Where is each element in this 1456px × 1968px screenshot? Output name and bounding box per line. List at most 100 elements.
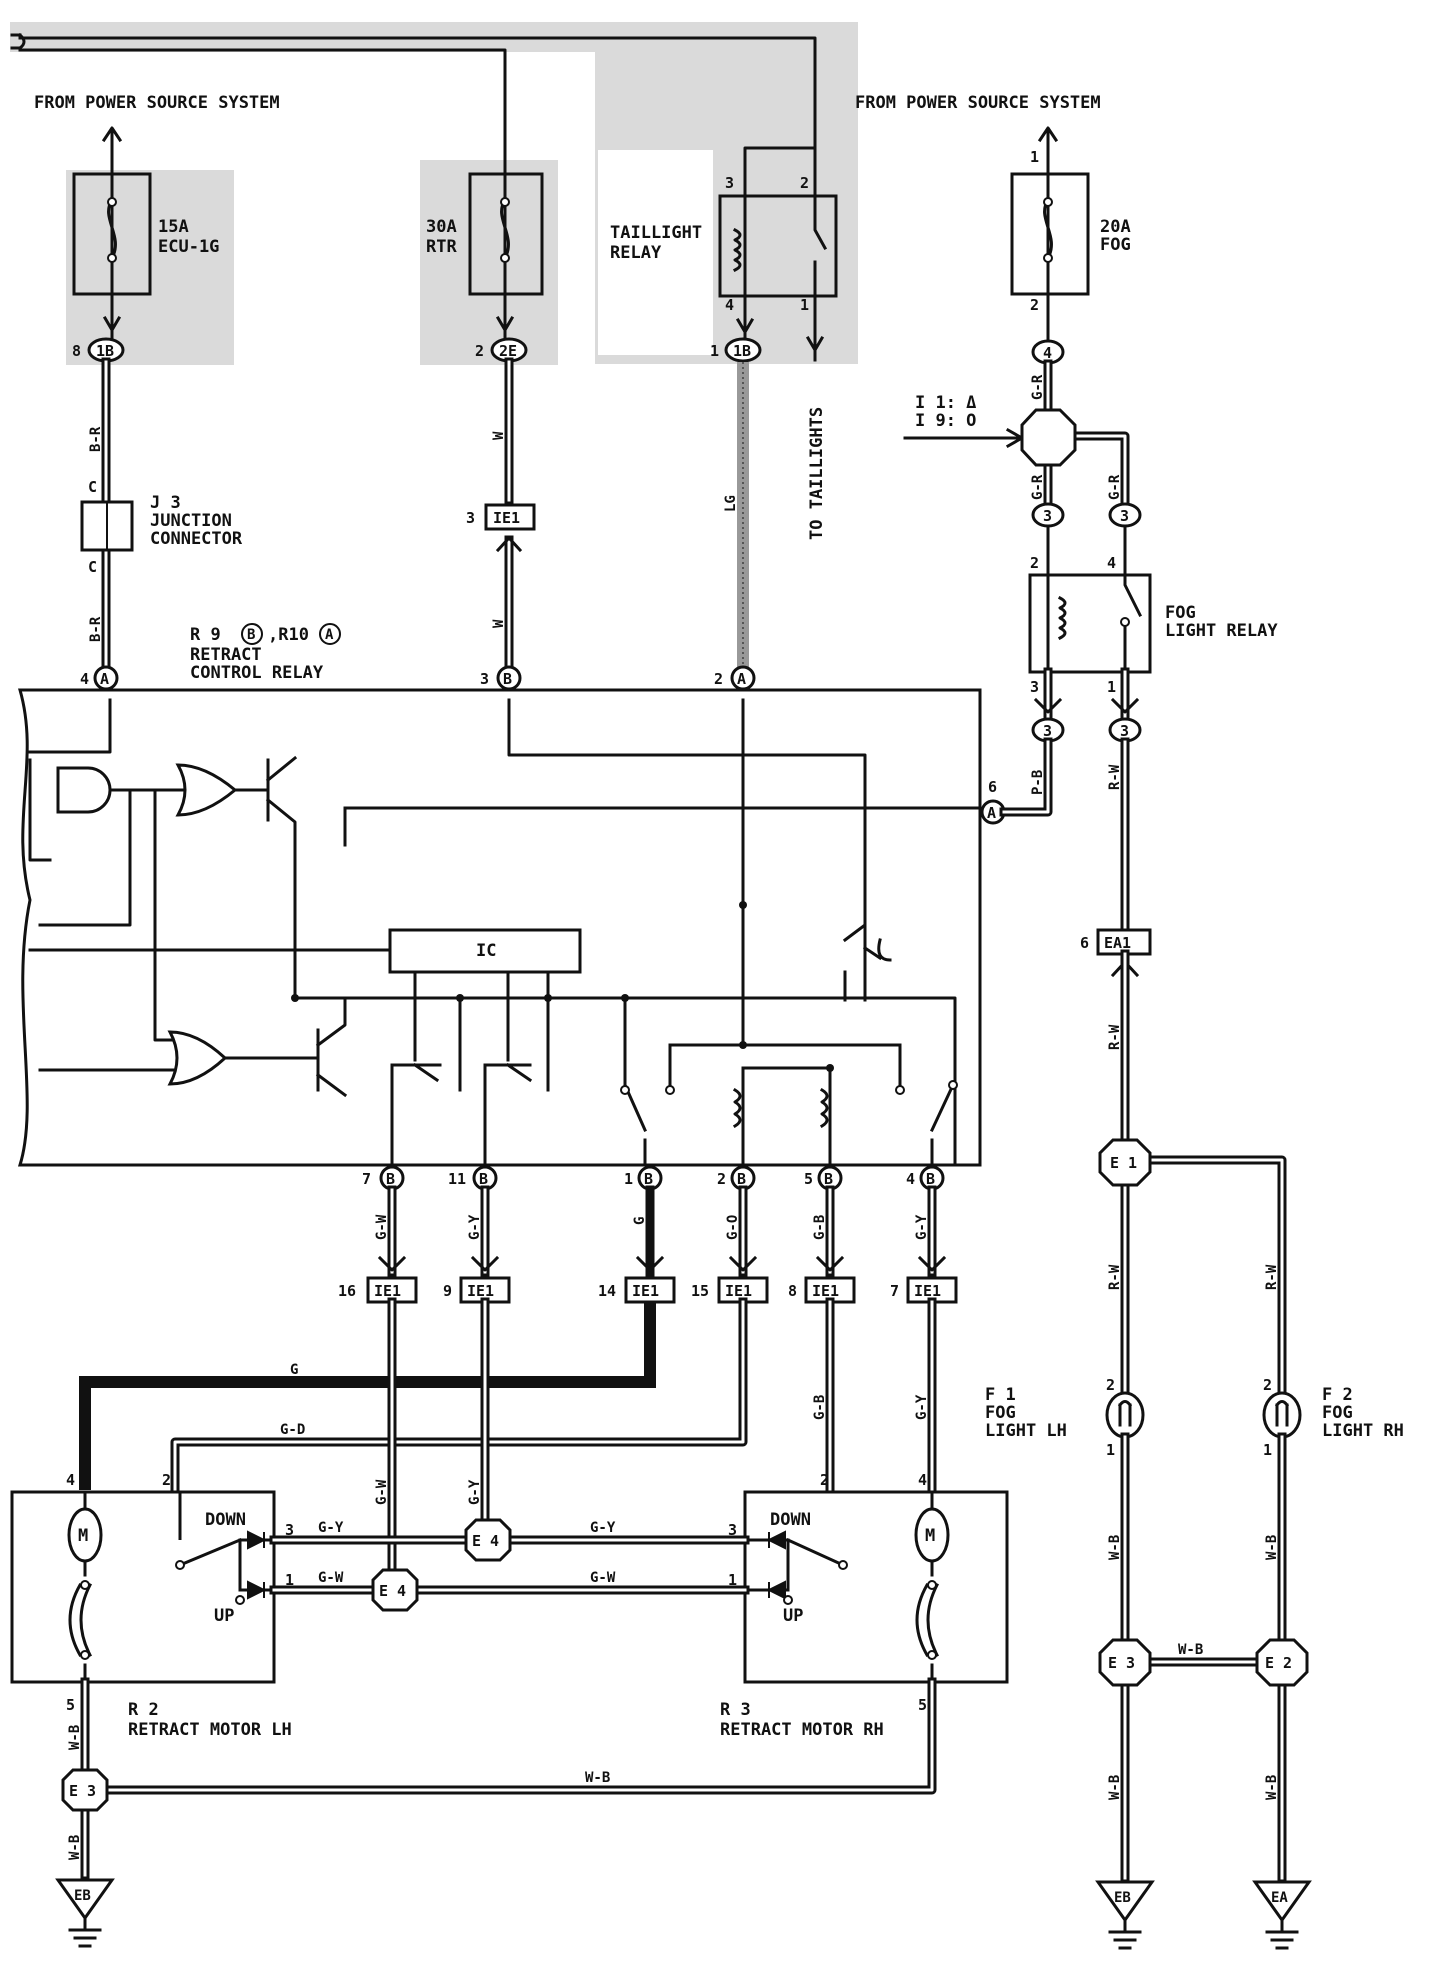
svg-text:E 4: E 4	[379, 1582, 406, 1600]
relay-to-ie1-wires: G-W G-Y G G-O G-B G-Y	[374, 1185, 947, 1277]
svg-text:G-W: G-W	[374, 1479, 390, 1505]
svg-text:3: 3	[728, 1521, 737, 1539]
svg-text:3: 3	[480, 670, 489, 688]
svg-text:B: B	[926, 1170, 935, 1188]
svg-text:C: C	[88, 478, 97, 496]
svg-text:W: W	[491, 431, 507, 440]
svg-text:B: B	[503, 670, 512, 688]
svg-text:G-W: G-W	[318, 1570, 344, 1586]
retract-control-relay: R 9 B ,R10 A RETRACT CONTROL RELAY A 4 B…	[17, 623, 1006, 1167]
svg-text:A: A	[325, 627, 334, 643]
svg-text:B: B	[479, 1170, 488, 1188]
fuse-rtr-name: RTR	[426, 237, 457, 257]
taillight-pin1: 1	[800, 296, 809, 314]
svg-text:M: M	[78, 1526, 88, 1546]
svg-text:B: B	[247, 627, 255, 643]
svg-text:IE1: IE1	[493, 509, 520, 527]
svg-text:4: 4	[906, 1170, 915, 1188]
shade-taillight-label-area	[598, 150, 713, 355]
svg-text:B: B	[386, 1170, 395, 1188]
junction-id: J 3	[150, 493, 181, 513]
svg-text:E 4: E 4	[472, 1532, 499, 1550]
svg-text:2: 2	[1106, 1376, 1115, 1394]
fuse-fog-name: FOG	[1100, 235, 1131, 255]
svg-text:G-Y: G-Y	[467, 1479, 483, 1505]
svg-text:G: G	[632, 1217, 648, 1225]
svg-text:8: 8	[788, 1282, 797, 1300]
svg-text:2: 2	[1030, 554, 1039, 572]
wire-w: W W	[491, 357, 514, 675]
svg-text:4: 4	[80, 670, 89, 688]
relay-bottom-pins: B 7 B 11 B 1 B 2 B 5 B 4	[362, 1165, 945, 1191]
taillight-pin3: 3	[725, 174, 734, 192]
svg-text:UP: UP	[783, 1606, 803, 1626]
svg-text:2: 2	[717, 1170, 726, 1188]
relay-line2: CONTROL RELAY	[190, 663, 324, 683]
svg-text:,R10: ,R10	[268, 625, 309, 645]
taillight-relay-line2: RELAY	[610, 243, 662, 263]
svg-text:B-R: B-R	[88, 426, 104, 452]
svg-text:1: 1	[1107, 678, 1116, 696]
fog-light-relay: 2 4 3 1 FOG LIGHT RELAY	[1028, 526, 1278, 696]
fog-rh-line1: FOG	[1322, 1403, 1353, 1423]
fog-light-lh: 2 1 F 1 FOG LIGHT LH	[985, 1376, 1145, 1459]
svg-text:E 3: E 3	[1108, 1654, 1135, 1672]
svg-text:2: 2	[475, 342, 484, 360]
svg-text:15: 15	[691, 1282, 709, 1300]
svg-text:G-Y: G-Y	[914, 1394, 930, 1420]
retract-motor-rh: M DOWN UP 2 4 3 1 5 R 3 RETRACT MOTOR RH	[720, 1471, 1009, 1740]
svg-text:B: B	[824, 1170, 833, 1188]
svg-text:EA: EA	[1271, 1890, 1288, 1906]
fuse-rtr: 30A RTR	[426, 172, 544, 350]
fuse-ecu-name: ECU-1G	[158, 237, 219, 257]
svg-text:I 1: Δ: I 1: Δ	[915, 393, 976, 413]
motor-cross-wires: G-Y G-W G-Y G-W E 4 E 4	[269, 1518, 750, 1612]
connector-ie1-top: IE1 3	[466, 503, 536, 553]
junction-line2: CONNECTOR	[150, 529, 243, 549]
svg-text:W-B: W-B	[67, 1835, 83, 1860]
svg-text:I 9: O: I 9: O	[915, 411, 976, 431]
motor-lh-id: R 2	[128, 1700, 159, 1720]
fog-ground-wires: W-B W-B W-B W-B W-B E 3 E 2 EB EA	[1095, 1432, 1312, 1950]
svg-text:1B: 1B	[96, 342, 114, 360]
relay-ref: R 9	[190, 625, 221, 645]
svg-text:R-W: R-W	[1107, 764, 1123, 790]
svg-text:1: 1	[624, 1170, 633, 1188]
svg-text:E 1: E 1	[1110, 1154, 1137, 1172]
svg-text:G-D: G-D	[280, 1422, 305, 1438]
svg-text:G-B: G-B	[812, 1215, 828, 1240]
junction-connector: J 3 JUNCTION CONNECTOR	[80, 493, 243, 552]
fog-relay-line2: LIGHT RELAY	[1165, 621, 1278, 641]
svg-text:G-W: G-W	[590, 1570, 616, 1586]
fog-lh-line1: FOG	[985, 1403, 1016, 1423]
fog-relay-line1: FOG	[1165, 603, 1196, 623]
svg-text:E 2: E 2	[1265, 1654, 1292, 1672]
fog-lh-id: F 1	[985, 1385, 1016, 1405]
svg-text:M: M	[925, 1526, 935, 1546]
svg-text:1: 1	[710, 342, 719, 360]
svg-text:1: 1	[728, 1571, 737, 1589]
svg-text:6: 6	[1080, 934, 1089, 952]
svg-text:R-W: R-W	[1264, 1264, 1280, 1290]
svg-text:LG: LG	[723, 495, 739, 512]
svg-text:EB: EB	[1114, 1890, 1131, 1906]
motor-rh-name: RETRACT MOTOR RH	[720, 1720, 884, 1740]
svg-text:2: 2	[162, 1471, 171, 1489]
power-source-right: FROM POWER SOURCE SYSTEM	[855, 93, 1101, 113]
svg-text:2: 2	[1263, 1376, 1272, 1394]
svg-text:W-B: W-B	[585, 1770, 610, 1786]
svg-text:B: B	[737, 1170, 746, 1188]
fog-rh-line2: LIGHT RH	[1322, 1421, 1404, 1441]
svg-text:3: 3	[1043, 507, 1052, 525]
svg-text:16: 16	[338, 1282, 356, 1300]
svg-text:5: 5	[804, 1170, 813, 1188]
connector-ea1: EA1 6	[1080, 928, 1152, 978]
ground-lh-path: W-B W-B W-B E 3 EB	[55, 1677, 937, 1948]
shade-rtr-fuse	[420, 160, 558, 365]
svg-text:W-B: W-B	[1107, 1775, 1123, 1800]
svg-text:IE1: IE1	[812, 1282, 839, 1300]
svg-text:G-O: G-O	[725, 1215, 741, 1240]
relay-line1: RETRACT	[190, 645, 262, 665]
